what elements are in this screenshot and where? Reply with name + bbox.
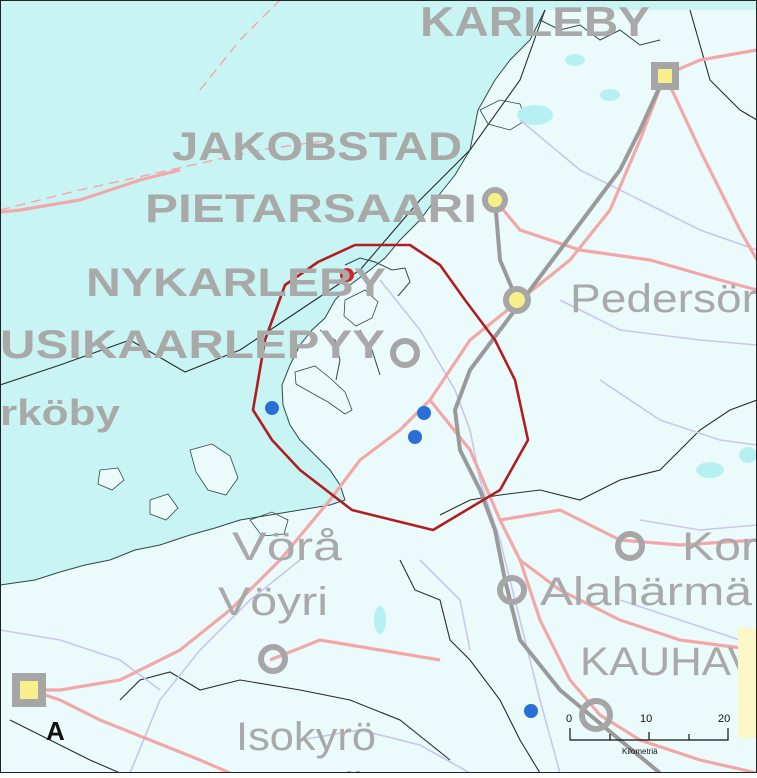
place-label-pedersore: Pedersör — [570, 277, 757, 321]
railways — [452, 74, 667, 775]
place-label-nykarleby: NYKARLEBY — [86, 261, 386, 305]
place-label-corner-letter: A — [46, 716, 65, 746]
place-label-oravais: rköby — [0, 392, 120, 433]
town-marker-kauhava[interactable] — [579, 698, 613, 732]
major-roads — [0, 48, 757, 775]
shipping-lane-north — [199, 0, 281, 91]
shipping-lane — [0, 139, 331, 211]
place-label-karleby: KARLEBY — [420, 0, 650, 45]
place-label-jakobstad: JAKOBSTAD — [172, 125, 462, 169]
scale-tick-20: 20 — [718, 713, 730, 725]
place-label-pietarsaari: PIETARSAARI — [145, 187, 477, 231]
scale-unit: Kilometriä — [622, 747, 658, 756]
place-label-ylistaro: Ylist — [318, 765, 394, 773]
city-marker-karleby[interactable] — [651, 62, 679, 90]
town-marker-kortesjarvi[interactable] — [615, 531, 645, 561]
place-label-vora: Vörå — [232, 525, 343, 569]
highlight-zone — [738, 628, 757, 738]
site-point-blue[interactable] — [524, 704, 538, 718]
place-label-kortesjarvi: Kor — [682, 525, 757, 569]
lakes — [374, 54, 757, 634]
place-label-kauhava: KAUHAV — [580, 640, 757, 684]
town-marker-vora[interactable] — [258, 644, 288, 674]
scale-tick-10: 10 — [640, 713, 652, 725]
place-label-voyri: Vöyri — [218, 580, 328, 624]
site-point-red[interactable] — [340, 268, 354, 282]
site-point-blue[interactable] — [417, 406, 431, 420]
scale-tick-0: 0 — [566, 713, 572, 725]
place-label-alaharma: Alahärmä — [540, 570, 753, 614]
municipal-boundaries — [0, 9, 757, 774]
site-point-blue[interactable] — [408, 430, 422, 444]
town-marker-jakobstad[interactable] — [482, 187, 508, 213]
town-marker-alaharma[interactable] — [497, 575, 527, 605]
islands — [97, 99, 527, 537]
minor-roads — [0, 119, 757, 774]
coastline — [0, 9, 661, 586]
scale-bar: 0 10 20 Kilometriä — [566, 713, 730, 756]
town-marker-nykarleby[interactable] — [390, 338, 420, 368]
site-point-blue[interactable] — [265, 401, 279, 415]
town-marker-pedersore[interactable] — [503, 286, 531, 314]
sea-area — [0, 0, 757, 585]
place-label-isokyro: Isokyrö — [236, 715, 376, 759]
study-area-outline — [251, 243, 530, 532]
city-marker-vaasa[interactable] — [12, 673, 46, 707]
place-label-uusikaarlepyy: USIKAARLEPYY — [0, 323, 385, 367]
